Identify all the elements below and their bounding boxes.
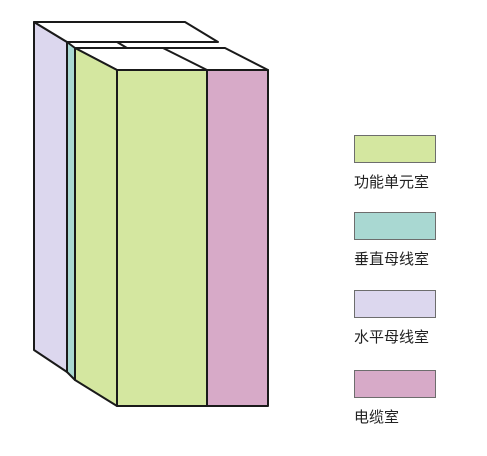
legend-item-horizontal-busbar: 水平母线室 [354, 290, 436, 347]
legend-item-cable: 电缆室 [354, 370, 436, 427]
legend-swatch [354, 370, 436, 398]
legend-label: 水平母线室 [354, 328, 430, 346]
legend-item-vertical-busbar: 垂直母线室 [354, 212, 436, 269]
legend-swatch [354, 212, 436, 240]
legend-item-functional-unit: 功能单元室 [354, 135, 436, 192]
legend-swatch [354, 135, 436, 163]
horizontal-busbar-compartment [33, 21, 68, 373]
legend-label: 垂直母线室 [354, 250, 430, 268]
cabinet-top-back [33, 21, 219, 43]
vertical-busbar-compartment [66, 41, 76, 381]
functional-unit-front [116, 69, 208, 407]
top-divider-line [162, 47, 208, 71]
top-divider-line [116, 41, 128, 49]
legend-label: 电缆室 [354, 408, 400, 426]
functional-unit-side [74, 47, 118, 407]
legend-label: 功能单元室 [354, 173, 430, 191]
legend-swatch [354, 290, 436, 318]
cable-compartment-front [206, 69, 269, 407]
